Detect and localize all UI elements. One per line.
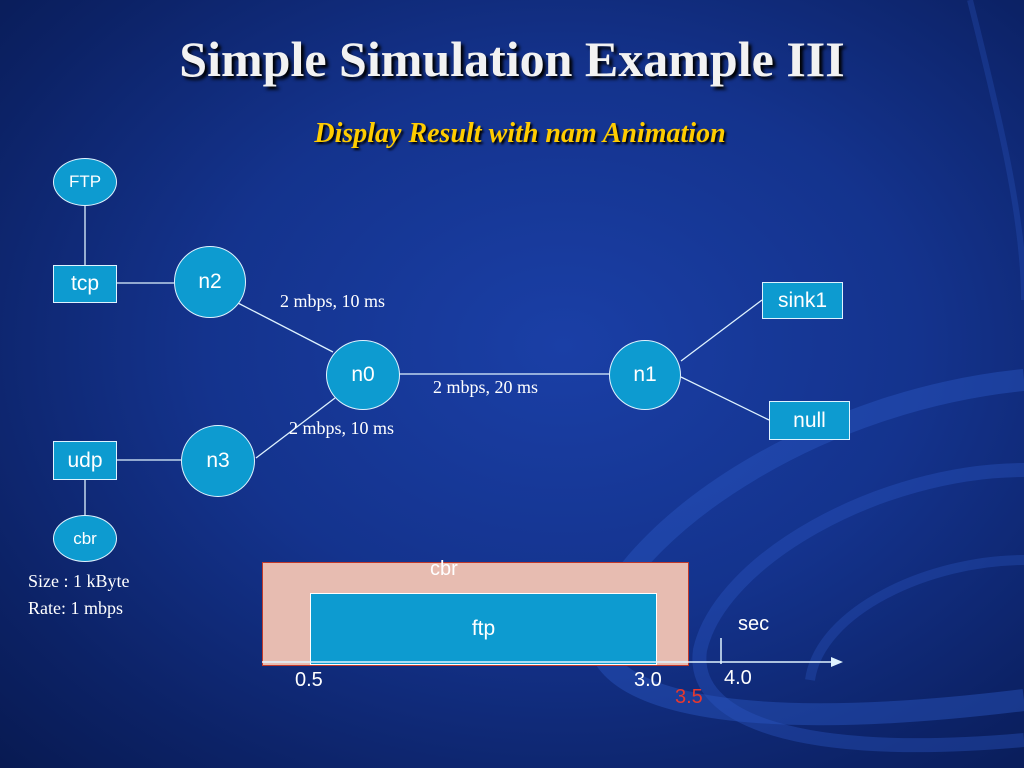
node-n2: n2 bbox=[174, 246, 246, 318]
ftp-agent-node: FTP bbox=[53, 158, 117, 206]
link-label-n3-n0: 2 mbps, 10 ms bbox=[289, 418, 395, 438]
ftp-interval-label: ftp bbox=[471, 617, 496, 640]
node-n1: n1 bbox=[609, 340, 681, 410]
slide-title: Simple Simulation Example III bbox=[179, 31, 845, 87]
null-box: null bbox=[769, 401, 850, 440]
cbr-agent-node: cbr bbox=[53, 515, 117, 562]
cbr-size: Size : 1 kByte bbox=[28, 571, 130, 591]
node-n0: n0 bbox=[326, 340, 400, 410]
n1-null-line bbox=[680, 376, 770, 421]
cbr-rate: Rate: 1 mbps bbox=[28, 598, 123, 618]
time-axis-arrow bbox=[831, 657, 843, 667]
tick-label-cbr-end: 3.5 bbox=[675, 686, 703, 708]
cbr-params: Size : 1 kByte Rate: 1 mbps bbox=[28, 568, 130, 622]
udp-agent-box: udp bbox=[53, 441, 117, 480]
n2-n0-line bbox=[235, 301, 334, 353]
n1-sink1-line bbox=[680, 299, 763, 362]
time-unit-label: sec bbox=[738, 613, 770, 635]
tick-label-ftp-end: 3.0 bbox=[634, 669, 662, 691]
sink1-box: sink1 bbox=[762, 282, 843, 319]
tick-label-sim-end: 4.0 bbox=[724, 667, 752, 689]
n3-n0-line bbox=[255, 397, 336, 459]
ftp-interval-bar: ftp bbox=[310, 593, 657, 665]
node-n3: n3 bbox=[181, 425, 255, 497]
link-label-n0-n1: 2 mbps, 20 ms bbox=[433, 377, 539, 397]
slide-subtitle: Display Result with nam Animation bbox=[314, 118, 726, 149]
tick-label-start: 0.5 bbox=[295, 669, 323, 691]
link-label-n2-n0: 2 mbps, 10 ms bbox=[280, 291, 386, 311]
tcp-agent-box: tcp bbox=[53, 265, 117, 303]
cbr-interval-label: cbr bbox=[430, 558, 458, 580]
